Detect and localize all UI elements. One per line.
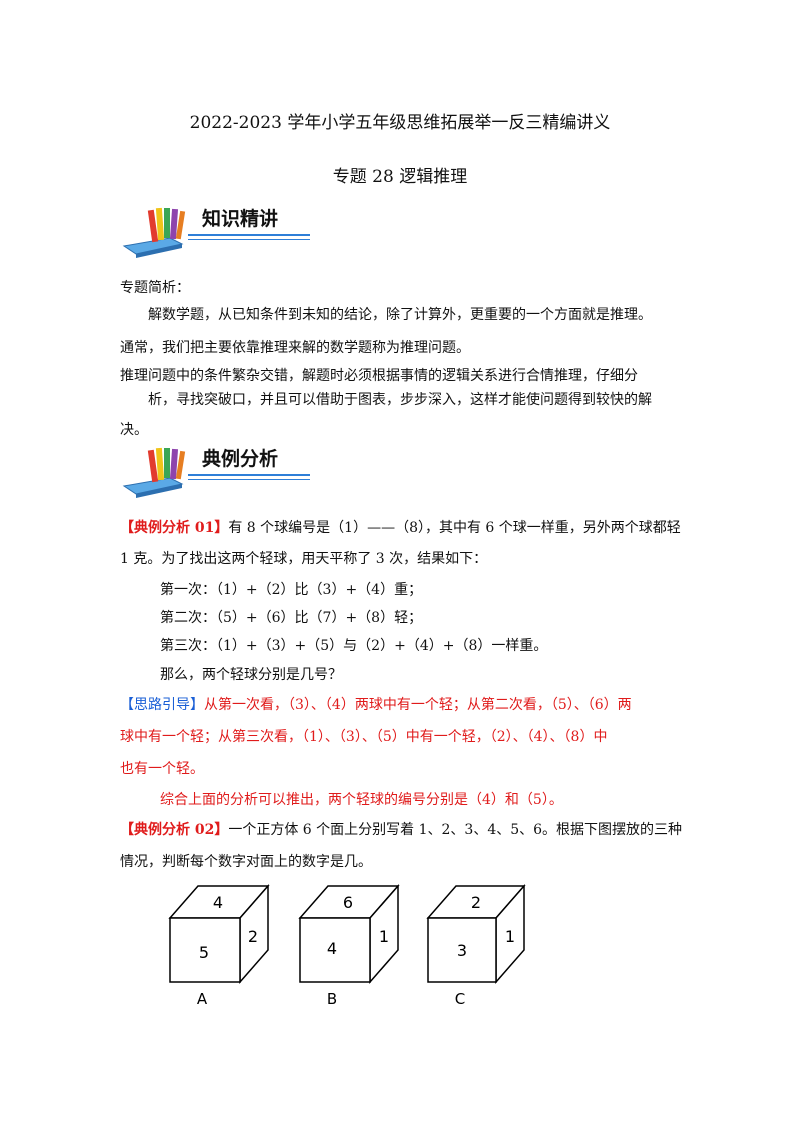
intro-label: 专题简析： <box>120 280 190 296</box>
cube-b <box>298 884 400 984</box>
cube-b-side: 1 <box>379 927 389 946</box>
example-1-question: 那么，两个轻球分别是几号？ <box>160 667 342 683</box>
weighing-1: 第一次：（1）+（2）比（3）+（4）重； <box>160 582 423 598</box>
cube-b-top: 6 <box>343 893 353 912</box>
cube-c <box>426 884 526 984</box>
cube-figure: 4 5 2 6 4 1 2 3 1 A B C <box>160 880 560 1020</box>
intro-line: 推理问题中的条件繁杂交错，解题时必须根据事情的逻辑关系进行合情推理，仔细分 <box>120 368 638 384</box>
section-rule-thin <box>188 239 310 240</box>
cube-diagram: 4 5 2 6 4 1 2 3 1 A B C <box>168 884 526 1008</box>
cube-a <box>168 884 270 984</box>
intro-line: 解数学题，从已知条件到未知的结论，除了计算外，更重要的一个方面就是推理。 <box>148 307 652 323</box>
example-1-text: 有 8 个球编号是（1）——（8），其中有 6 个球一样重，另外两个球都轻 <box>228 520 681 536</box>
topic-title: 专题 28 逻辑推理 <box>332 167 468 187</box>
cube-c-label: C <box>455 990 465 1008</box>
cube-b-label: B <box>327 990 337 1008</box>
example-1-line: 【典例分析 01】有 8 个球编号是（1）——（8），其中有 6 个球一样重，另… <box>120 518 681 538</box>
example-2-text: 一个正方体 6 个面上分别写着 1、2、3、4、5、6。根据下图摆放的三种 <box>228 822 683 838</box>
section-rule-thin <box>188 479 310 480</box>
section-header-examples: 典例分析 <box>120 440 310 500</box>
cube-a-front: 5 <box>199 943 209 962</box>
section-heading: 典例分析 <box>202 448 279 470</box>
example-2-line: 【典例分析 02】一个正方体 6 个面上分别写着 1、2、3、4、5、6。根据下… <box>120 820 682 840</box>
cube-c-side: 1 <box>505 927 515 946</box>
hint-line: 球中有一个轻；从第三次看，（1）、（3）、（5）中有一个轻，（2）、（4）、（8… <box>120 729 608 745</box>
cube-c-top: 2 <box>471 893 481 912</box>
document-title: 2022-2023 学年小学五年级思维拓展举一反三精编讲义 <box>189 113 611 133</box>
intro-line: 析，寻找突破口，并且可以借助于图表，步步深入，这样才能使问题得到较快的解 <box>148 392 652 408</box>
section-heading: 知识精讲 <box>202 208 279 230</box>
hint-conclusion: 综合上面的分析可以推出，两个轻球的编号分别是（4）和（5）。 <box>160 792 563 808</box>
section-rule <box>188 474 310 476</box>
section-rule <box>188 234 310 236</box>
cube-a-side: 2 <box>248 927 258 946</box>
books-icon <box>122 447 186 498</box>
cube-c-front: 3 <box>457 941 467 960</box>
example-2-tag: 【典例分析 02】 <box>120 822 229 838</box>
example-1-tag: 【典例分析 01】 <box>120 520 229 536</box>
intro-line: 决。 <box>120 422 148 438</box>
hint-text: 从第一次看，（3）、（4）两球中有一个轻；从第二次看，（5）、（6）两 <box>204 697 632 713</box>
example-1-line: 1 克。为了找出这两个轻球，用天平称了 3 次，结果如下： <box>120 551 488 567</box>
example-2-line: 情况，判断每个数字对面上的数字是几。 <box>120 854 372 870</box>
weighing-2: 第二次：（5）+（6）比（7）+（8）轻； <box>160 610 423 626</box>
cube-a-label: A <box>197 990 208 1008</box>
books-icon <box>122 207 186 258</box>
cube-a-top: 4 <box>213 893 223 912</box>
weighing-3: 第三次：（1）+（3）+（5）与（2）+（4）+（8）一样重。 <box>160 638 548 654</box>
hint-tag: 【思路引导】 <box>120 697 204 713</box>
hint-line: 【思路引导】从第一次看，（3）、（4）两球中有一个轻；从第二次看，（5）、（6）… <box>120 695 632 715</box>
intro-line: 通常，我们把主要依靠推理来解的数学题称为推理问题。 <box>120 340 470 356</box>
hint-line: 也有一个轻。 <box>120 761 204 777</box>
cube-b-front: 4 <box>327 939 337 958</box>
section-header-knowledge: 知识精讲 <box>120 200 310 260</box>
